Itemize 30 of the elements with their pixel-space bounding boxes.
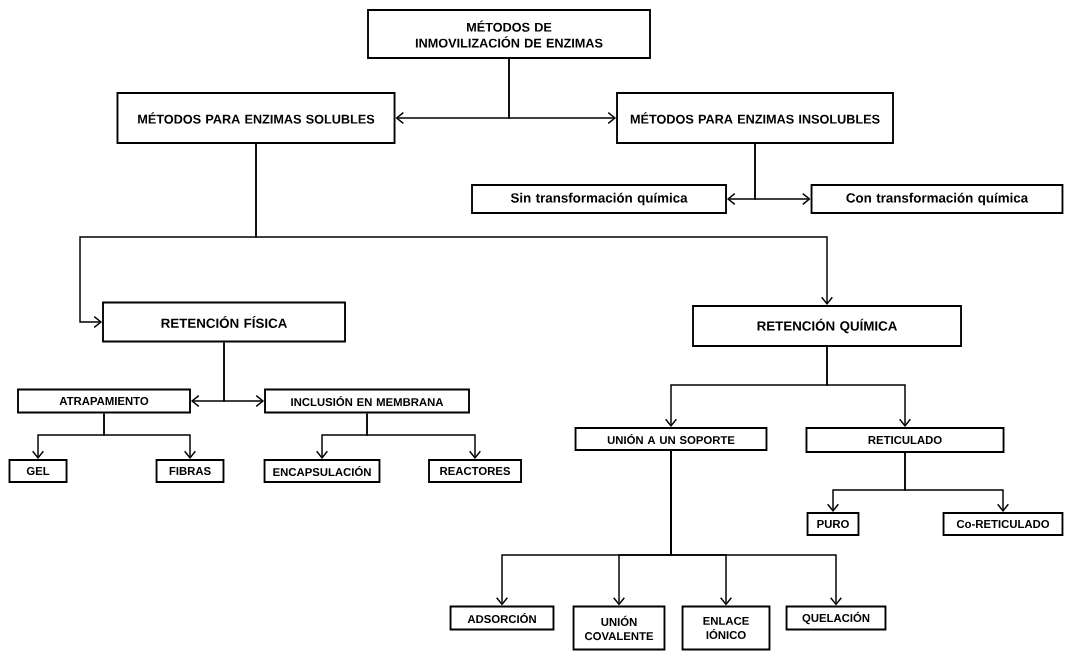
category-box: ENLACE IÓNICO [681,605,771,651]
arrow [508,58,617,125]
category-box: MÉTODOS DE INMOVILIZACIÓN DE ENZIMAS [367,9,651,59]
category-box: Sin transformación química [471,184,727,214]
category-box: Co-RETICULADO [942,512,1064,536]
category-box: ENCAPSULACIÓN [263,459,381,483]
category-box: INCLUSIÓN EN MEMBRANA [264,388,470,414]
arrow [670,450,843,606]
arrow [103,412,197,460]
arrow [904,452,1010,513]
category-box: RETENCIÓN FÍSICA [102,301,346,343]
arrow [223,341,265,408]
category-box: Con transformación química [810,184,1064,214]
category-box: GEL [8,459,68,483]
category-box: RETENCIÓN QUÍMICA [692,305,962,347]
arrow [826,346,912,428]
category-box: ADSORCIÓN [449,605,555,631]
arrow [255,143,834,306]
category-box: FIBRAS [155,459,225,483]
category-box: MÉTODOS PARA ENZIMAS INSOLUBLES [616,92,894,144]
category-box: RETICULADO [805,427,1005,453]
category-box: UNIÓN A UN SOPORTE [574,427,768,451]
category-box: UNIÓN COVALENTE [572,605,666,651]
category-box: QUELACIÓN [785,605,887,631]
arrow [366,412,482,460]
arrow [754,143,811,206]
category-box: REACTORES [428,459,522,483]
category-box: MÉTODOS PARA ENZIMAS SOLUBLES [116,92,396,144]
category-box: PURO [806,512,860,536]
category-box: ATRAPAMIENTO [17,388,191,414]
